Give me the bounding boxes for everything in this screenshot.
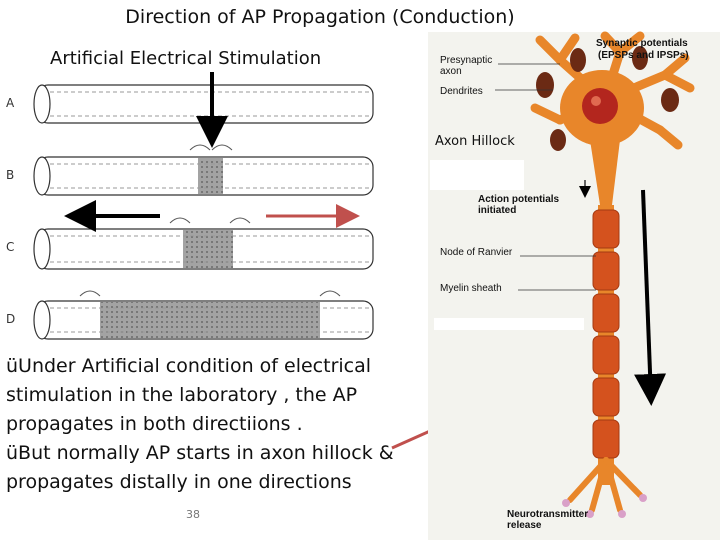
axon-cylinder-d — [33, 300, 374, 340]
page-number: 38 — [186, 508, 200, 521]
axon-cylinder-c — [33, 228, 374, 270]
synaptic-potentials-sub-label: (EPSPs and IPSPs) — [598, 50, 689, 61]
release-label: release — [507, 520, 542, 531]
presynaptic-label: Presynaptic — [440, 55, 493, 66]
neurotransmitter-label: Neurotransmitter — [507, 509, 589, 520]
axon-label: axon — [440, 66, 462, 77]
page-title: Direction of AP Propagation (Conduction) — [125, 6, 515, 28]
dendrites-label: Dendrites — [440, 86, 483, 97]
axon-hillock-label: Axon Hillock — [435, 134, 515, 149]
initiated-label: initiated — [478, 205, 517, 216]
subtitle: Artificial Electrical Stimulation — [50, 48, 322, 69]
axon-cylinder-a — [33, 84, 374, 124]
bullet-text: üUnder Artificial condition of electrica… — [6, 352, 426, 497]
row-label-a: A — [6, 96, 15, 110]
row-label-c: C — [6, 240, 15, 254]
synaptic-potentials-label: Synaptic potentials — [596, 38, 688, 49]
conduction-direction-arrow — [634, 189, 667, 406]
bullet-item: üBut normally AP starts in axon hillock … — [6, 442, 394, 493]
neuron-diagram — [428, 31, 720, 540]
row-label-d: D — [6, 312, 16, 326]
bullet-item: üUnder Artificial condition of electrica… — [6, 355, 372, 435]
node-of-ranvier-label: Node of Ranvier — [440, 247, 513, 258]
myelin-sheath-label: Myelin sheath — [440, 283, 502, 294]
row-label-b: B — [6, 168, 15, 182]
action-potentials-label: Action potentials — [478, 194, 560, 205]
axon-cylinder-b — [33, 156, 374, 196]
